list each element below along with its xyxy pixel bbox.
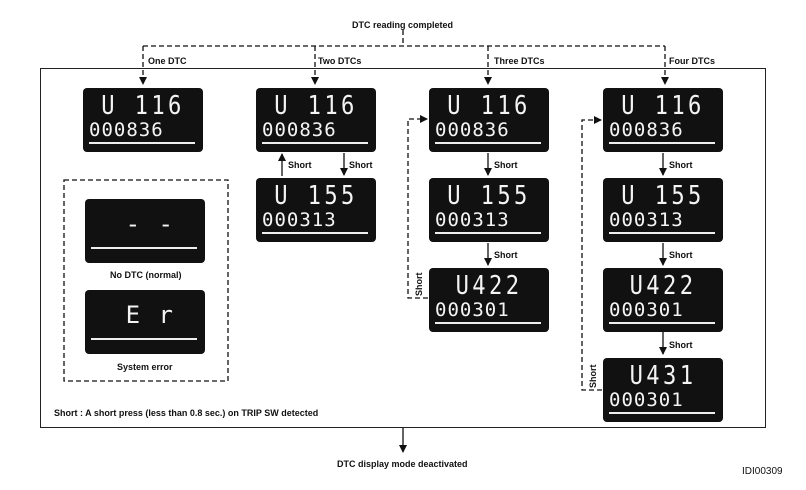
figure-id: IDI00309 bbox=[742, 466, 783, 477]
short-note: Short : A short press (less than 0.8 sec… bbox=[54, 408, 319, 418]
system-error-code: E r bbox=[125, 301, 175, 329]
dtc-value: 000301 bbox=[609, 389, 684, 411]
short-label-four-1: Short bbox=[669, 160, 693, 170]
lcd-three-1: U 116 000836 bbox=[429, 88, 549, 152]
system-error-caption: System error bbox=[117, 362, 173, 372]
lcd-three-2: U 155 000313 bbox=[429, 178, 549, 242]
lcd-four-1: U 116 000836 bbox=[603, 88, 723, 152]
dtc-value: 000313 bbox=[609, 209, 684, 231]
no-dtc-caption: No DTC (normal) bbox=[110, 270, 182, 280]
dtc-code: U422 bbox=[629, 271, 697, 301]
dtc-value: 000313 bbox=[262, 209, 337, 231]
lcd-one-1: U 116 000836 bbox=[83, 88, 203, 152]
short-label-four-2: Short bbox=[669, 250, 693, 260]
lcd-underline bbox=[262, 232, 368, 234]
lcd-no-dtc: - - bbox=[85, 199, 205, 263]
short-label-four-return: Short bbox=[588, 364, 598, 389]
dtc-code: U 116 bbox=[101, 91, 185, 121]
lcd-system-error: E r bbox=[85, 290, 205, 354]
short-label-two-up: Short bbox=[288, 160, 312, 170]
dtc-code: U 116 bbox=[447, 91, 531, 121]
branch-three-label: Three DTCs bbox=[494, 56, 545, 66]
lcd-four-2: U 155 000313 bbox=[603, 178, 723, 242]
lcd-underline bbox=[262, 142, 368, 144]
dtc-code: U 155 bbox=[274, 181, 358, 211]
lcd-underline bbox=[609, 142, 715, 144]
short-label-three-2: Short bbox=[494, 250, 518, 260]
lcd-two-1: U 116 000836 bbox=[256, 88, 376, 152]
lcd-underline bbox=[91, 247, 197, 249]
dtc-value: 000836 bbox=[609, 119, 684, 141]
lcd-underline bbox=[609, 232, 715, 234]
short-label-two-down: Short bbox=[349, 160, 373, 170]
dtc-code: U422 bbox=[455, 271, 523, 301]
dtc-value: 000836 bbox=[435, 119, 510, 141]
lcd-four-3: U422 000301 bbox=[603, 268, 723, 332]
lcd-underline bbox=[435, 142, 541, 144]
lcd-underline bbox=[609, 412, 715, 414]
no-dtc-code: - - bbox=[125, 210, 175, 238]
dtc-value: 000836 bbox=[89, 119, 164, 141]
lcd-underline bbox=[91, 338, 197, 340]
short-label-three-1: Short bbox=[494, 160, 518, 170]
dtc-code: U 155 bbox=[621, 181, 705, 211]
dtc-code: U 116 bbox=[621, 91, 705, 121]
display-frame bbox=[40, 68, 766, 428]
branch-four-label: Four DTCs bbox=[669, 56, 715, 66]
dtc-value: 000301 bbox=[609, 299, 684, 321]
dtc-code: U 116 bbox=[274, 91, 358, 121]
start-label: DTC reading completed bbox=[352, 20, 454, 30]
dtc-value: 000313 bbox=[435, 209, 510, 231]
short-label-four-3: Short bbox=[669, 340, 693, 350]
lcd-three-3: U422 000301 bbox=[429, 268, 549, 332]
dtc-value: 000301 bbox=[435, 299, 510, 321]
lcd-underline bbox=[609, 322, 715, 324]
dtc-code: U431 bbox=[629, 361, 697, 391]
branch-one-label: One DTC bbox=[148, 56, 187, 66]
lcd-underline bbox=[89, 142, 195, 144]
lcd-two-2: U 155 000313 bbox=[256, 178, 376, 242]
dtc-code: U 155 bbox=[447, 181, 531, 211]
lcd-four-4: U431 000301 bbox=[603, 358, 723, 422]
end-label: DTC display mode deactivated bbox=[337, 459, 468, 469]
short-label-three-return: Short bbox=[414, 272, 424, 297]
lcd-underline bbox=[435, 232, 541, 234]
branch-two-label: Two DTCs bbox=[318, 56, 362, 66]
lcd-underline bbox=[435, 322, 541, 324]
dtc-value: 000836 bbox=[262, 119, 337, 141]
